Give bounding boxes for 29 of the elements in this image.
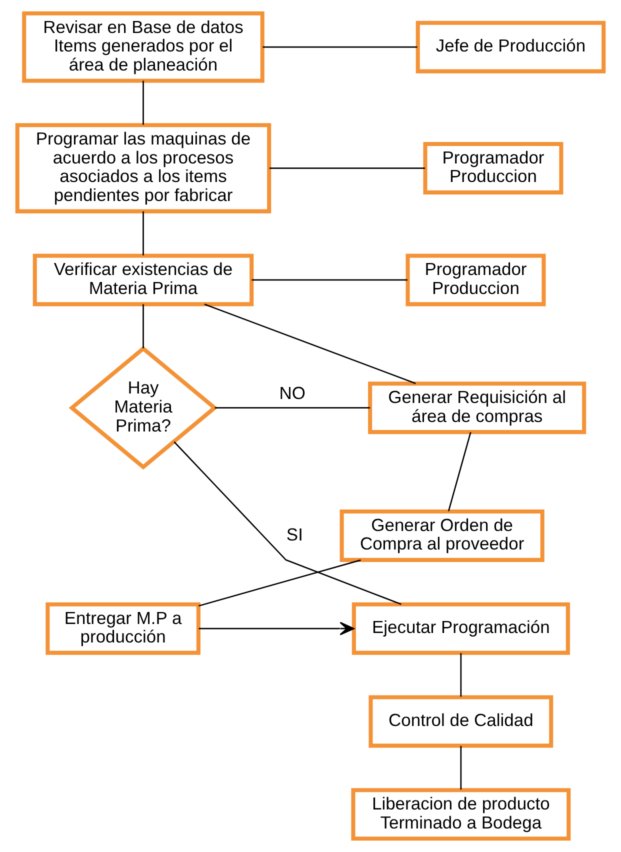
node-box: Liberacion de producto Terminado a Bodega (351, 788, 571, 841)
node-box: Verificar existencias de Materia Prima (32, 254, 254, 306)
node-box: Programar las maquinas de acuerdo a los procesos asociados a los items pendientes por fabricar (15, 123, 272, 214)
connector (460, 746, 462, 790)
connector (460, 653, 462, 697)
node-box: Programador Produccion (406, 254, 546, 306)
node-box: Jefe de Producción (416, 20, 606, 74)
node-box: Ejecutar Programación (352, 602, 570, 655)
connector (142, 211, 144, 256)
node-box: Programador Produccion (423, 142, 564, 194)
connector (448, 432, 472, 512)
node-box: Generar Orden de Compra al proveedor (340, 509, 544, 562)
connector (142, 304, 144, 348)
connector (269, 168, 426, 169)
node-box: Generar Requisición al área de compras (368, 382, 586, 434)
edge-label: NO (279, 382, 306, 403)
connector (142, 80, 144, 125)
arrow (198, 622, 354, 636)
connector (252, 279, 408, 281)
edge-label: SI (286, 524, 303, 544)
connector (262, 46, 418, 48)
node-box: Control de Calidad (368, 695, 554, 748)
connector (198, 559, 361, 606)
node-box: Entregar M.P a producción (46, 602, 200, 655)
connector (214, 407, 370, 408)
connector (204, 304, 416, 384)
node-diamond: Hay Materia Prima? (68, 346, 218, 470)
node-box: Revisar en Base de datos Items generados por el área de planeación (22, 11, 264, 83)
connector (174, 441, 402, 605)
